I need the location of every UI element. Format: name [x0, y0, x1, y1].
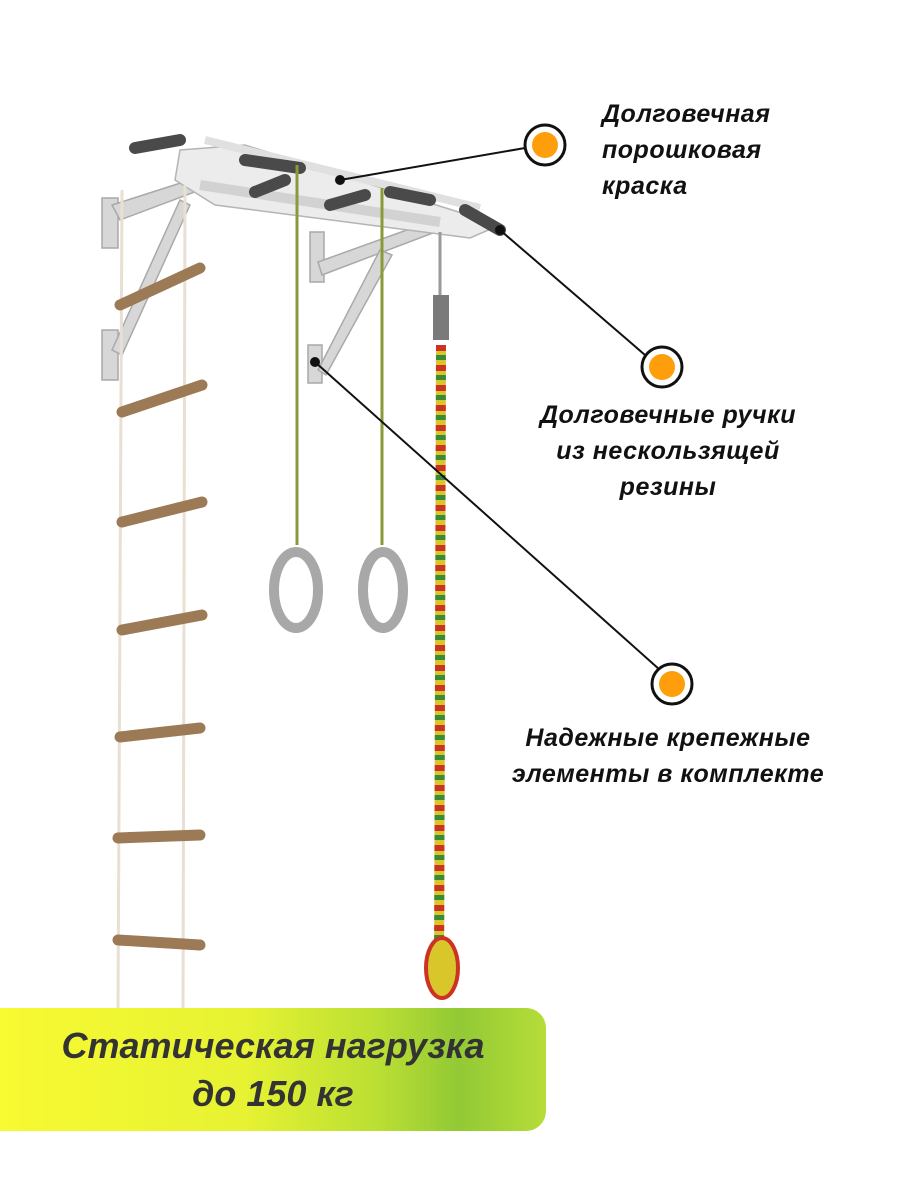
rope-ladder — [112, 184, 208, 1011]
callout-markers — [523, 123, 694, 706]
load-capacity-banner: Статическая нагрузка до 150 кг — [0, 1008, 546, 1131]
banner-line: до 150 кг — [192, 1073, 354, 1114]
callout-lines — [310, 147, 661, 671]
callout-fasteners: Надежные крепежные элементы в комплекте — [490, 720, 846, 792]
wall-bracket-right — [307, 217, 448, 384]
callout-powder-paint: Долговечная порошковая краска — [602, 96, 770, 204]
callout-line: порошковая — [602, 136, 762, 164]
callout-rubber-handles: Долговечные ручки из нескользящей резины — [500, 397, 836, 505]
wall-bracket-left — [101, 179, 202, 381]
pullup-bar-frame — [129, 134, 506, 239]
callout-line: Надежные крепежные — [525, 724, 811, 752]
callout-line: резины — [619, 473, 717, 501]
banner-line: Статическая нагрузка — [61, 1025, 485, 1066]
callout-line: из нескользящей — [556, 437, 780, 465]
callout-line: Долговечные ручки — [539, 401, 797, 429]
gymnastic-rings — [269, 165, 408, 633]
callout-line: краска — [602, 172, 688, 200]
callout-line: элементы в комплекте — [511, 760, 825, 788]
climbing-rope — [424, 232, 460, 1000]
callout-line: Долговечная — [602, 100, 771, 128]
